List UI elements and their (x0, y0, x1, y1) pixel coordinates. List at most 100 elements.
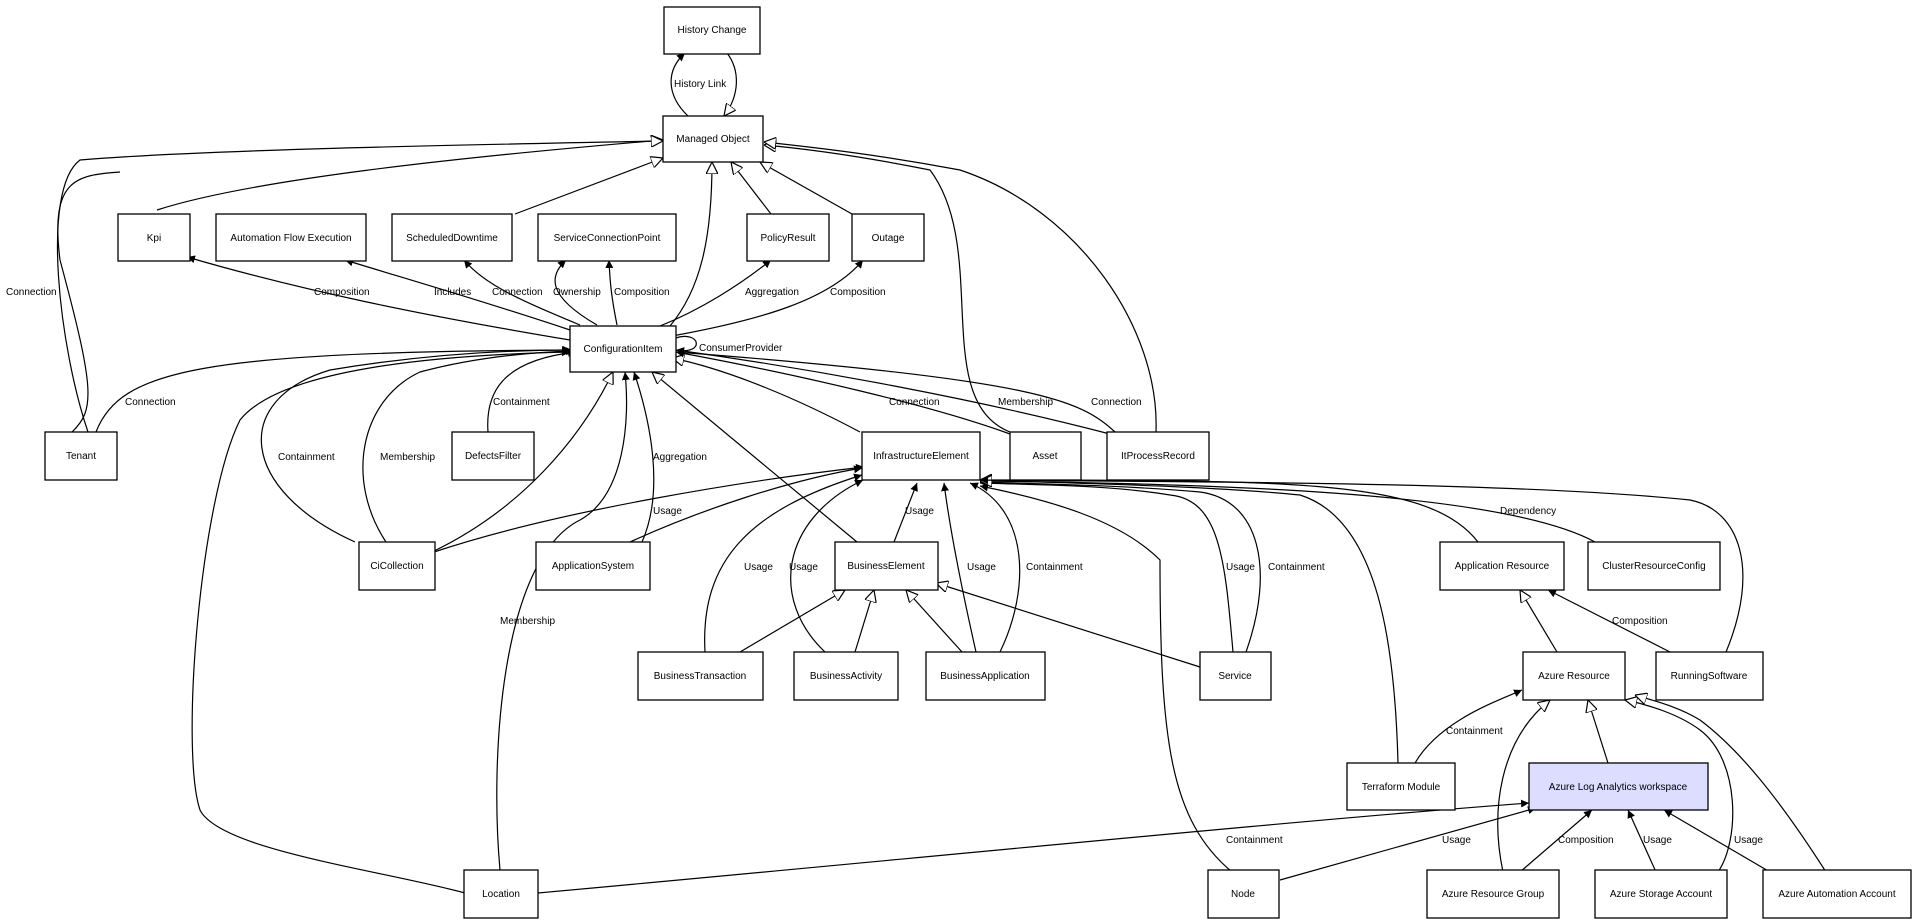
svg-text:Kpi: Kpi (147, 233, 161, 244)
label-it-connection: Connection (1091, 397, 1142, 408)
node-running-software[interactable]: RunningSoftware (1655, 651, 1764, 701)
nodes: History Change Managed Object Kpi Automa… (44, 6, 1912, 919)
edge-running-software-dependency-infra (979, 476, 1744, 653)
node-tenant[interactable]: Tenant (44, 431, 118, 481)
label-location-containment: Containment (1226, 835, 1283, 846)
node-azure-log-analytics-workspace[interactable]: Azure Log Analytics workspace (1528, 762, 1709, 811)
svg-text:PolicyResult: PolicyResult (760, 233, 815, 244)
edge-business-application-inherits-business-element (906, 590, 963, 653)
label-running-software-composition: Composition (1612, 616, 1668, 627)
edge-azure-resource-group-inherits-azure-resource (1497, 700, 1550, 873)
node-business-activity[interactable]: BusinessActivity (793, 651, 899, 701)
svg-text:ServiceConnectionPoint: ServiceConnectionPoint (554, 233, 661, 244)
label-dependency: Dependency (1500, 506, 1556, 517)
edge-location-containment-azure-log-analytics (537, 799, 1530, 894)
node-kpi[interactable]: Kpi (117, 213, 191, 262)
svg-text:History Change: History Change (678, 25, 747, 36)
label-business-application-containment: Containment (1026, 562, 1083, 573)
node-azure-resource[interactable]: Azure Resource (1522, 651, 1626, 701)
node-service-connection-point[interactable]: ServiceConnectionPoint (537, 213, 677, 262)
svg-text:BusinessApplication: BusinessApplication (940, 671, 1030, 682)
node-application-system[interactable]: ApplicationSystem (535, 541, 651, 591)
node-managed-object[interactable]: Managed Object (662, 115, 764, 163)
node-azure-storage-account[interactable]: Azure Storage Account (1594, 869, 1728, 919)
edge-azure-storage-account-inherits-azure-resource (1625, 700, 1734, 873)
node-scheduled-downtime[interactable]: ScheduledDowntime (391, 213, 513, 262)
edge-asset-connection-ci (675, 349, 1011, 435)
edge-ci-aggregation-policy-result (659, 259, 772, 327)
svg-text:BusinessTransaction: BusinessTransaction (654, 671, 746, 682)
svg-text:Azure Resource: Azure Resource (1538, 671, 1610, 682)
node-history-change[interactable]: History Change (663, 6, 761, 55)
edge-ci-consumer-provider-self (675, 335, 697, 356)
node-azure-automation-account[interactable]: Azure Automation Account (1762, 869, 1912, 919)
edge-scheduled-downtime-to-managed-object (514, 158, 663, 215)
edge-business-transaction-inherits-business-element (739, 590, 845, 653)
edge-business-activity-usage-infra (790, 479, 864, 653)
svg-text:Automation Flow Execution: Automation Flow Execution (230, 233, 351, 244)
node-azure-resource-group[interactable]: Azure Resource Group (1426, 869, 1560, 919)
label-scheduled-downtime-connection: Connection (492, 287, 543, 298)
edge-application-system-aggregation-ci (632, 371, 655, 543)
edge-ci-collection-usage-infra (433, 463, 865, 553)
label-kpi-composition: Composition (314, 287, 370, 298)
label-it-membership: Membership (998, 397, 1053, 408)
edge-ci-includes-automation-flow (344, 258, 571, 331)
edge-service-containment-infra (979, 478, 1261, 653)
node-node[interactable]: Node (1207, 869, 1280, 919)
node-business-transaction[interactable]: BusinessTransaction (637, 651, 764, 701)
node-location[interactable]: Location (463, 869, 539, 919)
edge-business-application-usage-infra (941, 482, 977, 653)
edge-ci-to-managed-object (669, 162, 712, 327)
node-cluster-resource-config[interactable]: ClusterResourceConfig (1587, 541, 1721, 591)
svg-text:RunningSoftware: RunningSoftware (1671, 671, 1748, 682)
edge-ci-collection-containment-ci (260, 346, 572, 543)
node-outage[interactable]: Outage (851, 213, 925, 262)
edges (56, 52, 1827, 894)
edge-history-link (670, 52, 689, 117)
edge-kpi-to-managed-object (156, 140, 663, 211)
label-policy-aggregation: Aggregation (745, 287, 799, 298)
edge-it-process-record-membership-ci (675, 347, 1111, 435)
edge-location-membership-ci (496, 371, 630, 871)
node-application-resource[interactable]: Application Resource (1439, 541, 1565, 591)
edge-it-process-record-connection-ci (675, 351, 1116, 433)
svg-text:ItProcessRecord: ItProcessRecord (1121, 451, 1195, 462)
node-terraform-module[interactable]: Terraform Module (1346, 762, 1456, 811)
svg-text:BusinessActivity: BusinessActivity (810, 671, 882, 682)
svg-text:CiCollection: CiCollection (370, 561, 423, 572)
label-business-transaction-usage: Usage (744, 562, 773, 573)
svg-text:BusinessElement: BusinessElement (847, 561, 924, 572)
node-automation-flow-execution[interactable]: Automation Flow Execution (215, 213, 367, 262)
svg-text:ClusterResourceConfig: ClusterResourceConfig (1602, 561, 1705, 572)
label-history-link: History Link (674, 79, 727, 90)
label-asset-connection: Connection (889, 397, 940, 408)
edge-business-transaction-usage-infra (704, 473, 863, 653)
node-it-process-record[interactable]: ItProcessRecord (1106, 431, 1210, 481)
edge-it-process-record-to-managed-object (764, 142, 1157, 433)
svg-text:Azure Log Analytics workspace: Azure Log Analytics workspace (1549, 782, 1688, 793)
node-ci-collection[interactable]: CiCollection (358, 541, 436, 591)
node-asset[interactable]: Asset (1009, 431, 1082, 481)
label-cicollection-membership: Membership (380, 452, 435, 463)
svg-text:Outage: Outage (872, 233, 905, 244)
edge-tenant-connection-ci (57, 171, 121, 433)
edge-azure-automation-account-usage-azure-log-analytics (1663, 809, 1771, 873)
node-configuration-item[interactable]: ConfigurationItem (569, 325, 677, 373)
label-tenant-connection-2: Connection (125, 397, 176, 408)
edge-service-usage-infra (979, 479, 1234, 653)
edge-infrastructure-element-inherits-ci (672, 358, 861, 433)
node-business-element[interactable]: BusinessElement (834, 541, 939, 591)
node-defects-filter[interactable]: DefectsFilter (451, 431, 535, 481)
node-policy-result[interactable]: PolicyResult (746, 213, 830, 262)
node-infrastructure-element[interactable]: InfrastructureElement (861, 431, 981, 481)
edge-location-containment-ci (191, 348, 571, 894)
svg-text:Azure Resource Group: Azure Resource Group (1442, 889, 1545, 900)
node-service[interactable]: Service (1199, 651, 1272, 701)
svg-text:Application Resource: Application Resource (1455, 561, 1550, 572)
edge-ci-composition-outage (671, 259, 864, 337)
node-business-application[interactable]: BusinessApplication (925, 651, 1046, 701)
label-cicollection-usage: Usage (653, 506, 682, 517)
svg-text:InfrastructureElement: InfrastructureElement (873, 451, 969, 462)
edge-ci-collection-inherits-ci (431, 372, 613, 553)
